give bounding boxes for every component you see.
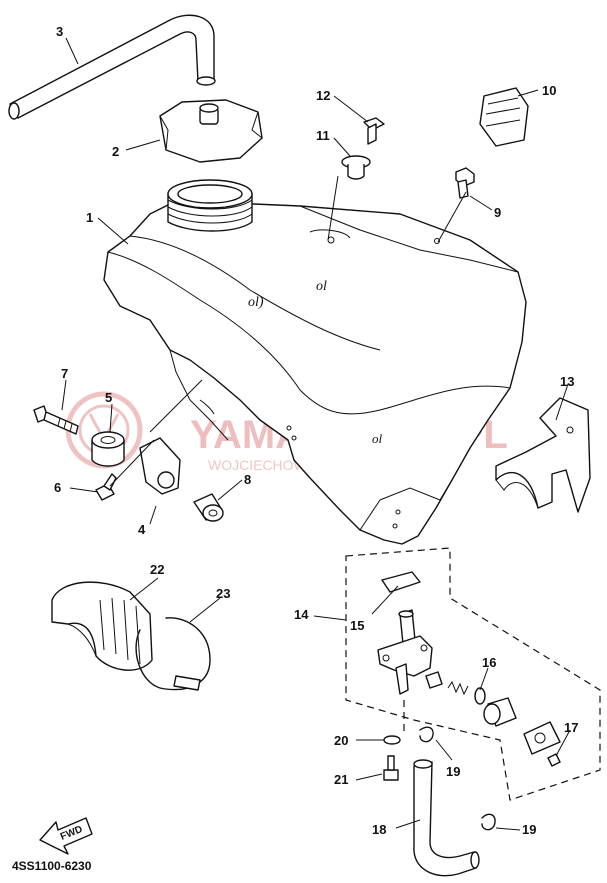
callout-16: 16 xyxy=(482,655,496,670)
callout-13: 13 xyxy=(560,374,574,389)
callout-6: 6 xyxy=(54,480,61,495)
fwd-arrow-icon: FWD xyxy=(39,817,93,855)
callout-4: 4 xyxy=(138,522,146,537)
washer-20 xyxy=(383,735,401,745)
callout-8: 8 xyxy=(244,472,251,487)
collar-8 xyxy=(193,493,224,522)
clip-19b xyxy=(481,813,496,831)
lever-assembly-16 xyxy=(425,671,517,727)
callout-7: 7 xyxy=(61,366,68,381)
fuel-cock-group-outline xyxy=(345,547,601,801)
diagram-code: 4SS1100-6230 xyxy=(12,859,92,873)
callout-19b: 19 xyxy=(522,822,536,837)
fuel-cap xyxy=(159,99,263,163)
callout-2: 2 xyxy=(112,144,119,159)
filter-15 xyxy=(381,571,421,593)
svg-text:ol: ol xyxy=(316,279,327,294)
callout-12: 12 xyxy=(316,88,330,103)
breather-hose xyxy=(8,14,216,120)
callout-5: 5 xyxy=(105,390,112,405)
callout-21: 21 xyxy=(334,772,348,787)
screw-21 xyxy=(383,755,399,781)
callout-23: 23 xyxy=(216,586,230,601)
plate-17 xyxy=(523,721,561,767)
clip-19a xyxy=(419,726,434,743)
callout-19a: 19 xyxy=(446,764,460,779)
fuel-tank: ol) ol ol xyxy=(103,179,527,545)
callout-17: 17 xyxy=(564,720,578,735)
callout-3: 3 xyxy=(56,24,63,39)
band-clamp-23 xyxy=(135,617,211,691)
bolt-6 xyxy=(95,473,117,501)
callout-20: 20 xyxy=(334,733,348,748)
svg-text:ol: ol xyxy=(372,431,383,446)
callout-labels: 3 2 1 12 11 10 9 13 7 5 6 4 8 22 23 14 1… xyxy=(54,24,578,837)
bracket-13 xyxy=(495,397,591,513)
callout-11: 11 xyxy=(316,128,330,143)
callout-15: 15 xyxy=(350,618,364,633)
fuel-hose-18 xyxy=(413,759,480,877)
bolt-7 xyxy=(33,405,79,435)
callout-1: 1 xyxy=(86,210,93,225)
bolt-9 xyxy=(455,167,475,199)
callout-18: 18 xyxy=(372,822,386,837)
screw-12 xyxy=(363,117,385,145)
damper-5 xyxy=(91,431,125,467)
svg-text:ol): ol) xyxy=(248,295,264,310)
leader-lines xyxy=(61,37,571,831)
fuel-cock xyxy=(377,609,433,695)
callout-10: 10 xyxy=(542,83,556,98)
callout-14: 14 xyxy=(294,607,309,622)
clip-10 xyxy=(479,87,529,147)
callout-9: 9 xyxy=(494,205,501,220)
callout-22: 22 xyxy=(150,562,164,577)
boot-22 xyxy=(51,581,153,671)
collar-11 xyxy=(341,155,371,180)
